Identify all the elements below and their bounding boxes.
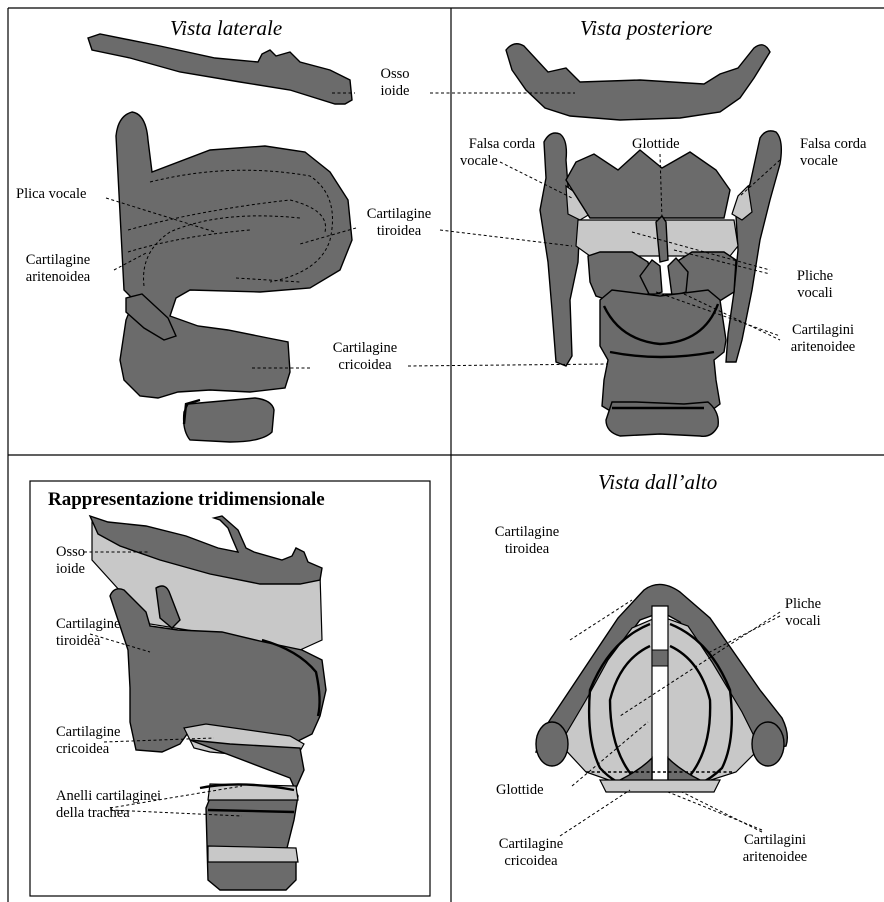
threed-view bbox=[84, 516, 326, 890]
posterior-hyoid-bone bbox=[506, 44, 770, 120]
lateral-view-title: Vista laterale bbox=[170, 16, 282, 41]
posterior-view bbox=[408, 44, 781, 437]
posterior-epiglottis bbox=[566, 150, 730, 218]
threed-view-title: Rappresentazione tridimensionale bbox=[48, 489, 325, 511]
lateral-label-vocal-fold: Plica vocale bbox=[16, 186, 86, 203]
top-cricoid-cartilage bbox=[600, 780, 720, 792]
lateral-thyroid-cartilage bbox=[116, 112, 352, 398]
lateral-trachea-ring bbox=[184, 398, 274, 442]
top-cornu-right bbox=[752, 722, 784, 766]
top-cornu-left bbox=[536, 722, 568, 766]
top-label-glottis: Glottide bbox=[496, 782, 544, 799]
top-glottis-band bbox=[652, 650, 668, 666]
posterior-view-title: Vista posteriore bbox=[580, 16, 712, 41]
posterior-label-glottis: Glottide bbox=[632, 136, 680, 153]
top-view bbox=[536, 584, 787, 836]
threed-cricoid-cartilage bbox=[190, 740, 304, 890]
posterior-cricoid-cartilage bbox=[600, 290, 726, 412]
posterior-false-cord-right bbox=[732, 186, 752, 220]
lateral-hyoid-bone bbox=[88, 34, 352, 104]
lateral-view bbox=[88, 34, 356, 442]
top-glottis bbox=[652, 606, 668, 786]
top-view-title: Vista dall’alto bbox=[598, 470, 717, 495]
